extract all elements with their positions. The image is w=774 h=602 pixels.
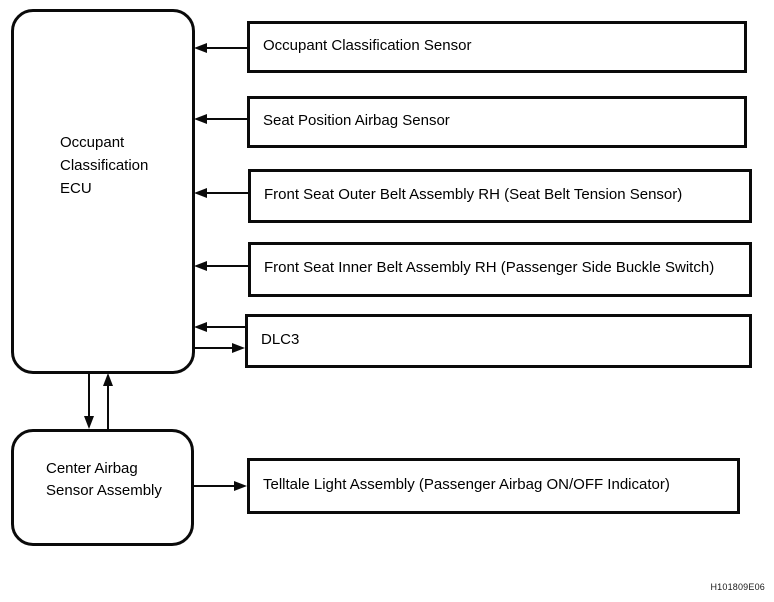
- box-occupant-classification-sensor-label: Occupant Classification Sensor: [263, 36, 472, 54]
- center-airbag-sensor-assembly-box: Center Airbag Sensor Assembly: [11, 429, 194, 546]
- box-seat-position-airbag-sensor: Seat Position Airbag Sensor: [247, 96, 747, 148]
- center-label-line2: Sensor Assembly: [46, 482, 162, 499]
- figure-code: H101809E06: [710, 582, 765, 592]
- box-telltale-light-assembly-label: Telltale Light Assembly (Passenger Airba…: [263, 475, 670, 493]
- box-dlc3-label: DLC3: [261, 330, 300, 348]
- box-front-seat-outer-belt-assembly: Front Seat Outer Belt Assembly RH (Seat …: [248, 169, 752, 223]
- occupant-classification-ecu-label: Occupant Classification ECU: [60, 131, 148, 200]
- box-occupant-classification-sensor: Occupant Classification Sensor: [247, 21, 747, 73]
- box-front-seat-inner-belt-assembly-label: Front Seat Inner Belt Assembly RH (Passe…: [264, 259, 715, 276]
- box-seat-position-airbag-sensor-label: Seat Position Airbag Sensor: [263, 111, 450, 129]
- ecu-label-line2: Classification: [60, 157, 149, 174]
- occupant-classification-ecu-box: Occupant Classification ECU: [11, 9, 195, 374]
- box-front-seat-inner-belt-assembly: Front Seat Inner Belt Assembly RH (Passe…: [248, 242, 752, 297]
- box-telltale-light-assembly: Telltale Light Assembly (Passenger Airba…: [247, 458, 740, 514]
- ecu-label-line3: ECU: [60, 180, 92, 197]
- center-label-line1: Center Airbag: [46, 460, 138, 477]
- box-dlc3: DLC3: [245, 314, 752, 368]
- ecu-label-line1: Occupant: [60, 134, 125, 151]
- center-airbag-sensor-assembly-label: Center Airbag Sensor Assembly: [46, 458, 162, 502]
- box-front-seat-outer-belt-assembly-label: Front Seat Outer Belt Assembly RH (Seat …: [264, 185, 683, 203]
